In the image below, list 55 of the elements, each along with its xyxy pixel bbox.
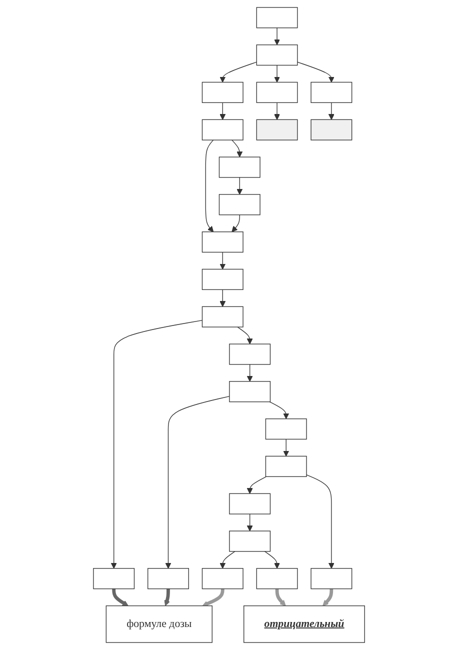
node-box bbox=[256, 119, 298, 140]
arrow bbox=[247, 364, 254, 382]
node-box bbox=[202, 82, 244, 103]
node-box bbox=[230, 493, 272, 514]
arrow bbox=[306, 474, 335, 569]
arrow bbox=[220, 62, 258, 83]
arrow bbox=[220, 252, 226, 270]
node-box bbox=[256, 7, 298, 28]
arrow bbox=[112, 588, 129, 606]
node-box bbox=[266, 456, 308, 477]
node-box bbox=[202, 232, 244, 253]
node-box bbox=[311, 82, 353, 103]
node-box bbox=[230, 344, 272, 365]
arrow bbox=[220, 289, 226, 307]
node-box bbox=[219, 156, 261, 178]
node-box bbox=[230, 381, 272, 402]
arrow bbox=[270, 401, 290, 420]
node-box bbox=[148, 568, 190, 590]
node-box bbox=[256, 568, 298, 590]
arrow bbox=[247, 476, 268, 494]
node-box bbox=[230, 530, 272, 552]
arrow bbox=[220, 551, 236, 569]
arrow bbox=[298, 62, 335, 83]
node-box bbox=[256, 82, 298, 103]
arrow bbox=[276, 588, 286, 606]
node-box bbox=[311, 119, 353, 140]
node-box bbox=[202, 268, 244, 290]
arrow bbox=[164, 588, 170, 606]
arrow bbox=[238, 326, 254, 344]
node-box bbox=[202, 568, 244, 590]
arrow bbox=[232, 140, 244, 158]
node-box bbox=[202, 119, 244, 140]
arrow bbox=[264, 551, 280, 569]
node-box bbox=[219, 194, 261, 216]
arrow bbox=[323, 588, 334, 606]
node-box: формуле дозы bbox=[106, 605, 213, 643]
arrow bbox=[202, 588, 225, 606]
arrow bbox=[284, 438, 290, 456]
node-box: отрицательный bbox=[244, 605, 366, 643]
node-box bbox=[256, 44, 298, 66]
node-box bbox=[311, 568, 353, 590]
node-box bbox=[94, 568, 136, 590]
arrow bbox=[274, 64, 280, 83]
arrow bbox=[206, 140, 214, 232]
node-box bbox=[266, 418, 308, 440]
arrow bbox=[220, 102, 226, 120]
node-box bbox=[202, 306, 244, 328]
arrow bbox=[274, 102, 280, 120]
arrow bbox=[274, 28, 280, 46]
arrow bbox=[232, 214, 240, 232]
arrow bbox=[166, 396, 230, 569]
arrow bbox=[111, 320, 204, 569]
arrow bbox=[247, 514, 254, 532]
arrow bbox=[237, 177, 244, 195]
arrow bbox=[328, 102, 335, 120]
